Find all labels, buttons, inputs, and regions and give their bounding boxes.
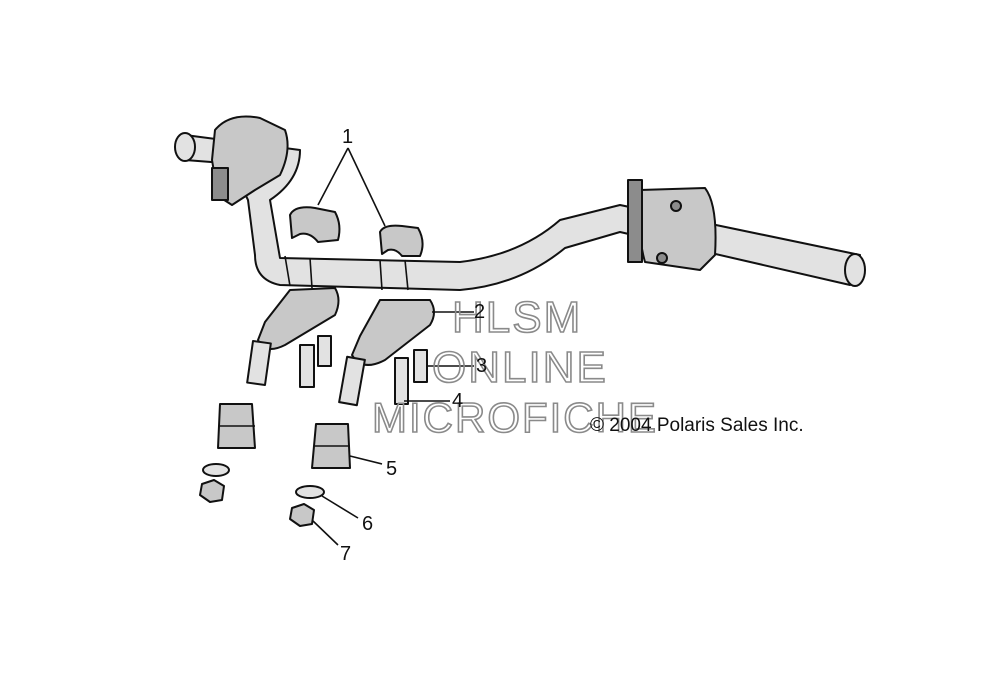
callout-5: 5 <box>386 458 397 480</box>
bushing-left <box>217 403 256 449</box>
upper-clamp-right <box>379 224 424 257</box>
washer-right <box>295 485 325 499</box>
watermark: HLSM ONLINE MICROFICHE <box>371 292 658 442</box>
callout-1: 1 <box>342 126 353 148</box>
riser-left <box>246 287 340 387</box>
watermark-line-1: HLSM <box>452 293 582 342</box>
left-switch-housing <box>211 115 289 206</box>
watermark-line-3: MICROFICHE <box>372 394 658 441</box>
nut-left <box>199 479 225 503</box>
callout-4: 4 <box>452 390 463 412</box>
callout-6: 6 <box>362 513 373 535</box>
upper-clamp-left <box>289 206 341 243</box>
callout-3: 3 <box>476 355 487 377</box>
bushing-right <box>311 423 351 469</box>
bolt-right-b <box>413 349 428 383</box>
riser-right <box>338 299 435 407</box>
washer-left <box>202 463 230 477</box>
watermark-line-2: ONLINE <box>432 343 608 392</box>
bolt-left-a <box>299 344 315 388</box>
nut-right <box>289 503 315 527</box>
leader-lines <box>311 147 474 546</box>
callout-2: 2 <box>474 301 485 323</box>
copyright-text: © 2004 Polaris Sales Inc. <box>590 415 804 436</box>
callout-7: 7 <box>340 543 351 565</box>
bolt-left-b <box>317 335 332 367</box>
bolt-right-a <box>394 357 409 405</box>
right-switch-housing <box>627 179 717 271</box>
